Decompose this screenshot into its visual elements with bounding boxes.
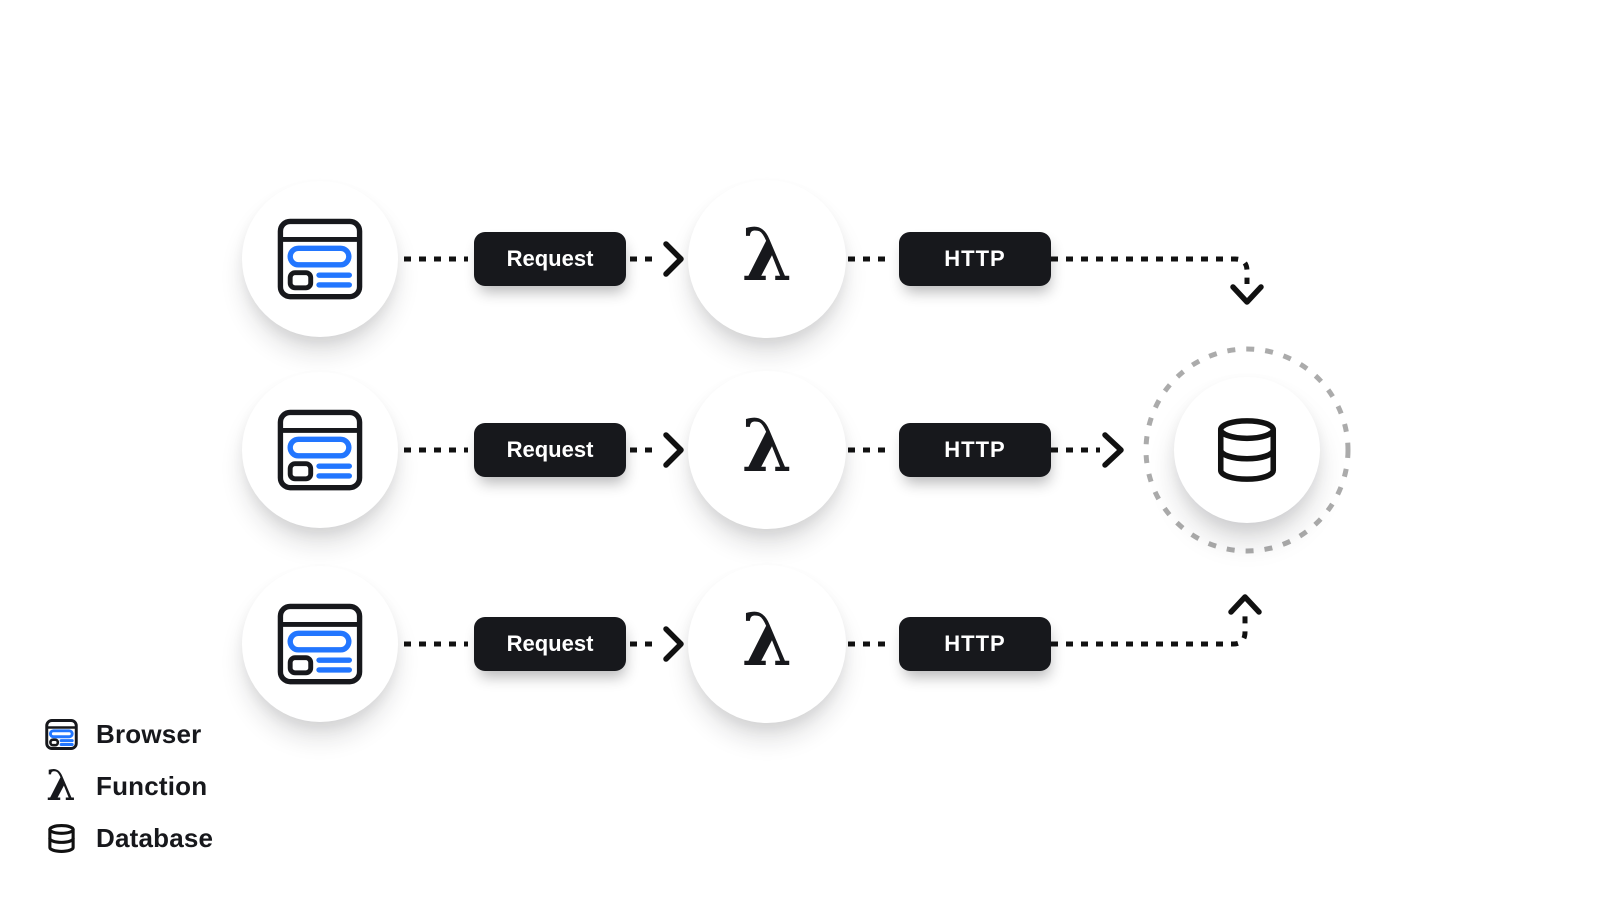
legend-label: Function [96,770,208,801]
legend-label: Database [96,822,214,853]
request-pill: Request [474,232,626,286]
browser-node [242,372,398,528]
arrowhead-right [663,432,684,468]
arrowhead-up [1228,594,1262,615]
browser-icon [277,409,363,491]
browser-icon [44,718,78,750]
lambda-icon: λ [46,761,76,810]
function-node: λ [688,180,846,338]
function-node: λ [688,371,846,529]
browser-node [242,566,398,722]
http-pill-label: HTTP [944,246,1006,271]
function-node: λ [688,565,846,723]
request-pill: Request [474,423,626,477]
arrowhead-right [663,626,684,662]
lambda-icon: λ [741,597,793,682]
arrowhead-right [1102,432,1124,468]
legend: Browser λ Function Database [44,712,213,868]
http-pill-label: HTTP [944,631,1006,656]
http-pill: HTTP [899,617,1051,671]
http-pill: HTTP [899,232,1051,286]
browser-icon [277,603,363,685]
database-icon [44,821,78,856]
request-pill-label: Request [506,246,594,271]
request-pill: Request [474,617,626,671]
arrowhead-right [663,241,684,277]
http-pill: HTTP [899,423,1051,477]
lambda-icon: λ [741,212,793,297]
browser-node [242,181,398,337]
legend-label: Browser [96,718,202,749]
legend-item-browser: Browser [44,712,213,756]
http-pill-label: HTTP [944,437,1006,462]
arrowhead-down [1230,284,1264,305]
lambda-icon: λ [741,403,793,488]
browser-icon [277,218,363,300]
request-pill-label: Request [506,631,594,656]
legend-item-function: λ Function [44,764,213,808]
database-node [1174,377,1320,523]
legend-item-database: Database [44,816,213,860]
database-icon [1217,418,1277,482]
request-pill-label: Request [506,437,594,462]
